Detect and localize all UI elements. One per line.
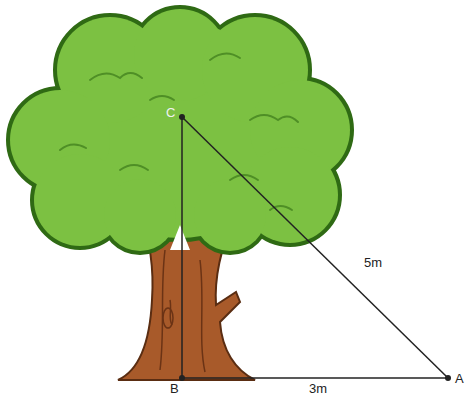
bark-knot xyxy=(163,308,173,328)
dimension-label: 5m xyxy=(362,255,384,270)
vertex-label: C xyxy=(166,106,175,119)
canopy-gap xyxy=(170,225,190,250)
canopy-outline xyxy=(8,7,352,253)
canopy-texture xyxy=(60,53,298,210)
vertex-label: A xyxy=(455,372,464,385)
dimension-label: 3m xyxy=(309,382,327,395)
vertex-label: B xyxy=(170,382,179,395)
tree-canopy xyxy=(10,9,350,251)
triangle-lines xyxy=(182,117,448,378)
vertex-dots xyxy=(179,114,451,381)
